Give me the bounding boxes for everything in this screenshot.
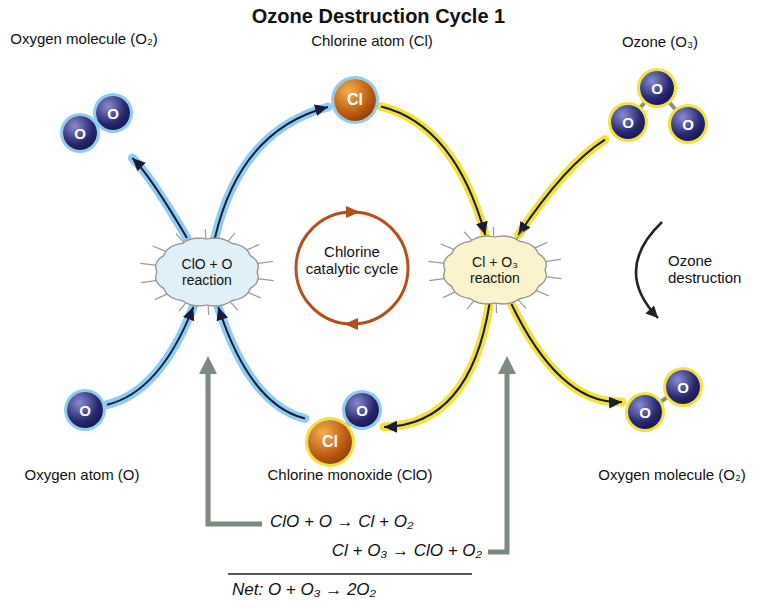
sum-line <box>228 573 472 575</box>
catalytic-cycle-ring <box>296 212 408 324</box>
reaction-spike <box>246 244 259 250</box>
reaction-spike <box>518 300 526 308</box>
molecule: Chlorine monoxide (ClO)ClO <box>308 392 380 464</box>
reaction-spike <box>228 233 235 242</box>
arrow-band <box>218 307 305 419</box>
net-equation: Net: O + O₃ → 2O₂ <box>232 580 376 600</box>
reaction-spike <box>153 246 167 252</box>
chlorine-atom: Cl <box>334 79 376 121</box>
diagram-title: Ozone Destruction Cycle 1 <box>0 5 757 28</box>
chlorine-atom: Cl <box>308 420 352 464</box>
molecule-label: Ozone (O₃) <box>622 33 698 50</box>
arrow-line <box>215 107 328 238</box>
pointer-arrow <box>208 372 262 524</box>
reaction-spike <box>208 306 210 315</box>
arrow-line <box>132 158 187 238</box>
oxygen-atom: O <box>671 107 705 141</box>
pointer-arrowhead <box>199 356 217 374</box>
arrow-line <box>381 107 485 236</box>
molecule-label: Oxygen molecule (O₂) <box>10 30 158 47</box>
reaction-arrow <box>218 307 305 419</box>
equation: ClO + O → Cl + O₂ <box>270 512 413 532</box>
reaction-spike <box>205 229 207 238</box>
arrow-band <box>384 304 490 427</box>
reaction-spike <box>544 259 560 261</box>
cycle-arrowhead <box>346 206 360 218</box>
cloud-outline <box>444 236 546 304</box>
pointer-arrow <box>488 372 507 552</box>
reaction-spike <box>441 244 455 250</box>
reaction-spike <box>140 263 157 265</box>
oxygen-atom: O <box>628 395 662 429</box>
arrow-band <box>518 140 605 235</box>
reaction-arrow <box>215 107 328 238</box>
arrow-band <box>215 107 328 238</box>
reaction-spike <box>179 303 186 312</box>
arrow-line <box>518 140 605 235</box>
oxygen-atom: O <box>345 393 379 427</box>
oxygen-atom: O <box>96 96 130 130</box>
reaction-spike <box>496 304 498 313</box>
reaction-arrow <box>381 107 485 236</box>
reaction-text: Cl + O₃ reaction <box>459 254 531 286</box>
reaction-label: ClO + O reaction <box>159 241 255 303</box>
reaction-spike <box>545 277 562 279</box>
arrow-line <box>511 304 622 402</box>
reaction-spike <box>230 302 238 310</box>
reaction-spike <box>256 261 272 263</box>
reaction-spike <box>176 234 184 242</box>
molecule: Chlorine atom (Cl)Cl <box>332 77 378 123</box>
arrow-band <box>511 304 622 402</box>
arrow-band <box>132 158 187 238</box>
oxygen-atom: O <box>63 116 97 150</box>
arrow-band <box>381 107 485 236</box>
reaction-spike <box>429 278 445 280</box>
reaction-cloud: Cl + O₃ reaction <box>447 239 543 301</box>
reaction-spike <box>443 292 456 298</box>
cloud-outline <box>156 238 258 306</box>
reaction-spike <box>493 227 495 236</box>
reaction-spike <box>248 292 262 298</box>
reaction-spike <box>155 294 168 300</box>
reaction-spike <box>536 290 550 296</box>
reaction-spike <box>464 232 472 240</box>
arrow-line <box>107 307 193 405</box>
reaction-cloud: ClO + O reaction <box>159 241 255 303</box>
reaction-arrow <box>511 304 622 402</box>
process-label: Ozone destruction <box>668 252 752 286</box>
reaction-spike <box>141 280 157 282</box>
reaction-arrow <box>518 140 605 235</box>
arrow-line <box>384 304 490 427</box>
arrow-band <box>107 307 193 405</box>
reaction-arrow <box>384 304 490 427</box>
oxygen-atom: O <box>666 370 700 404</box>
reaction-spike <box>534 242 547 248</box>
reaction-spike <box>516 231 523 240</box>
reaction-label: Cl + O₃ reaction <box>447 239 543 301</box>
molecule-label: Chlorine monoxide (ClO) <box>267 466 432 483</box>
molecule: Oxygen atom (O)O <box>66 391 104 429</box>
molecule-label: Oxygen atom (O) <box>24 466 139 483</box>
molecule: Oxygen molecule (O₂)OO <box>60 94 134 154</box>
arrow-line <box>218 307 305 419</box>
reaction-spike <box>257 279 274 281</box>
equation: Cl + O₃ → ClO + O₂ <box>332 541 482 561</box>
molecule: Ozone (O₃)OOO <box>608 68 708 144</box>
oxygen-atom: O <box>640 71 674 105</box>
pointer-arrowhead <box>498 356 516 374</box>
reaction-arrow <box>132 158 187 238</box>
reaction-spike <box>428 261 445 263</box>
molecule-label: Chlorine atom (Cl) <box>311 32 433 49</box>
oxygen-atom: O <box>611 105 645 139</box>
oxygen-atom: O <box>67 392 103 428</box>
reaction-spike <box>467 301 474 310</box>
cycle-label: Chlorine catalytic cycle <box>302 243 402 277</box>
molecule-label: Oxygen molecule (O₂) <box>598 466 746 483</box>
molecule: Oxygen molecule (O₂)OO <box>626 368 702 432</box>
ozone-destruction-arrow <box>636 222 662 318</box>
cycle-arrowhead <box>344 318 358 330</box>
reaction-arrow <box>107 307 193 405</box>
reaction-text: ClO + O reaction <box>171 256 243 288</box>
